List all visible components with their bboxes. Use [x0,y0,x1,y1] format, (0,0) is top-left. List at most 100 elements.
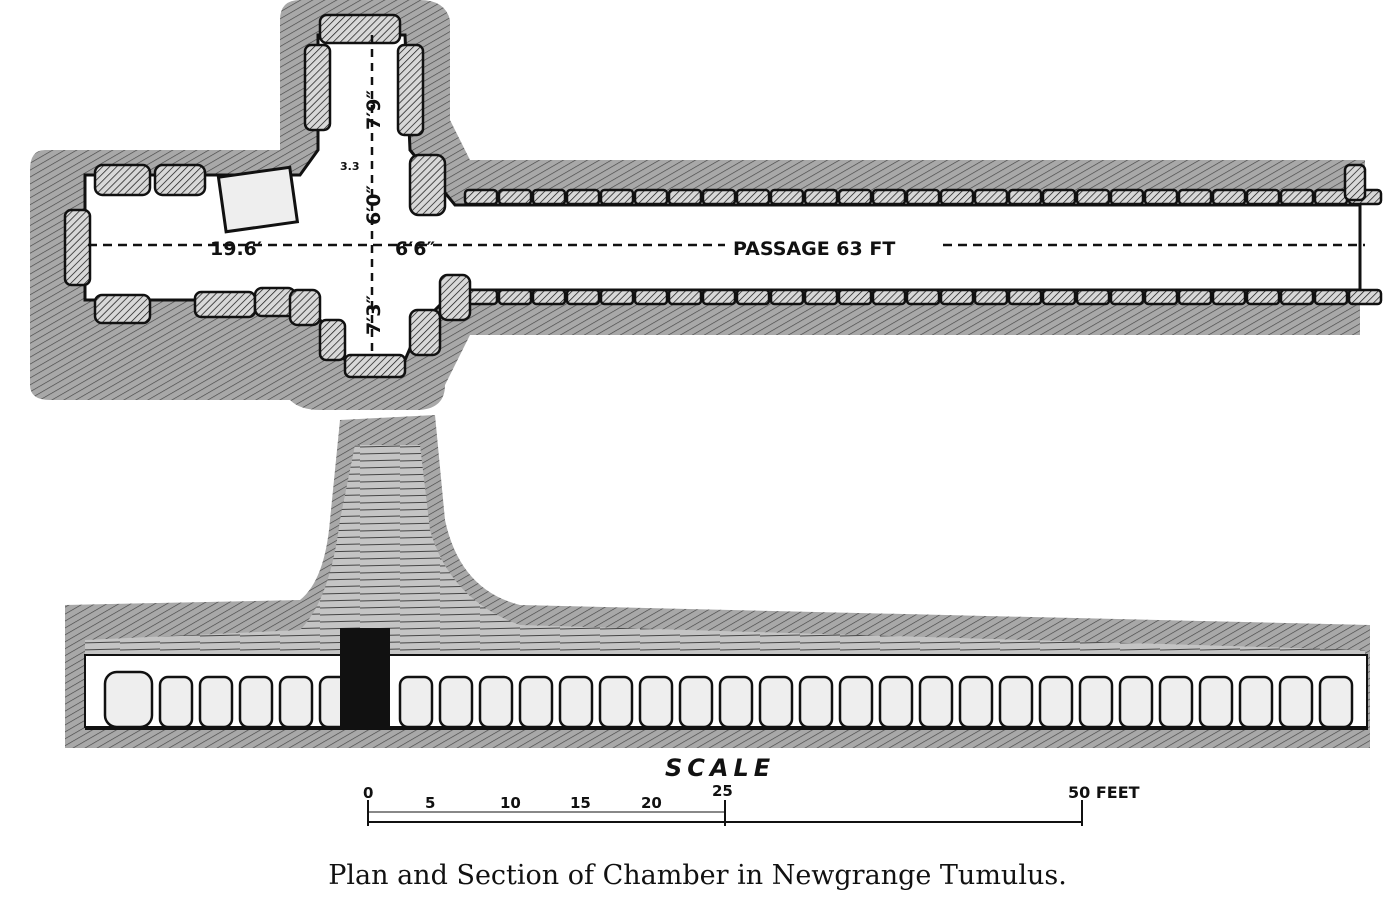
plan-chamber-stone [153,163,207,197]
label-passage: PASSAGE 63 FT [733,238,895,260]
section-orthostat [438,675,474,729]
plan-wall-stone [497,188,533,206]
figure-caption: Plan and Section of Chamber in Newgrange… [328,860,1067,891]
plan-wall-stone [565,188,601,206]
plan-basin-stone [216,165,300,234]
label-north-lower: 6′0″ [363,185,385,225]
plan-view: 19.6′ 6′6″ PASSAGE 63 FT 6′0″ 7′9″ 3.3 7… [30,0,1383,410]
plan-wall-stone [1041,188,1077,206]
plan-wall-stone [497,288,533,306]
plan-wall-stone [769,288,805,306]
plan-wall-stone [973,288,1009,306]
plan-wall-stone [1109,188,1145,206]
section-orthostat [198,675,234,729]
plan-wall-stone [701,188,737,206]
plan-wall-stone [803,288,839,306]
plan-wall-stone [1177,288,1213,306]
plan-wall-stone [667,188,703,206]
plan-wall-stone [939,188,975,206]
plan-wall-stone [803,188,839,206]
plan-wall-stone [633,288,669,306]
section-orthostat [1038,675,1074,729]
scale-tick-20: 20 [641,794,662,812]
section-orthostat [878,675,914,729]
plan-wall-stone [701,288,737,306]
section-orthostat [398,675,434,729]
section-orthostat [103,670,154,729]
section-orthostat [1238,675,1274,729]
section-orthostat [838,675,874,729]
plan-wall-stone [973,188,1009,206]
section-orthostat [958,675,994,729]
section-orthostat [638,675,674,729]
section-dark-recess [340,628,390,726]
plan-chamber-stone [1343,163,1367,202]
plan-wall-stone [565,288,601,306]
plan-chamber-stone [288,288,322,327]
plan-wall-stone [1347,288,1383,306]
plan-wall-stone [1109,288,1145,306]
section-orthostat [518,675,554,729]
plan-chamber-stone [93,293,152,325]
section-orthostat [1198,675,1234,729]
section-orthostat [1278,675,1314,729]
plan-wall-stone [1211,188,1247,206]
plan-wall-stone [735,188,771,206]
section-orthostat [598,675,634,729]
plan-wall-stone [1313,288,1349,306]
section-view [65,415,1370,748]
plan-wall-stone [1075,188,1111,206]
plan-wall-stone [633,188,669,206]
section-orthostat [758,675,794,729]
plan-wall-stone [599,188,635,206]
section-orthostat [718,675,754,729]
plan-wall-stone [1075,288,1111,306]
plan-wall-stone [1143,288,1179,306]
section-orthostat [918,675,954,729]
plan-wall-stone [735,288,771,306]
section-orthostat [998,675,1034,729]
plan-chamber-stone [303,43,332,132]
plan-chamber-stone [63,208,92,287]
section-orthostat [798,675,834,729]
plan-wall-stone [871,288,907,306]
section-orthostat [158,675,194,729]
plan-wall-stone [837,188,873,206]
plan-wall-stone [905,288,941,306]
scale-title: SCALE [665,754,775,782]
plan-wall-stone [905,188,941,206]
plan-wall-stone [1007,188,1043,206]
plan-wall-stone [667,288,703,306]
scale-tick-5: 5 [425,794,435,812]
label-west-recess: 19.6′ [210,238,262,260]
scale-tick-10: 10 [500,794,521,812]
plan-chamber-stone [438,273,472,322]
plan-wall-stone [531,188,567,206]
plan-wall-stone [1211,288,1247,306]
section-orthostat [678,675,714,729]
plan-wall-stone [1245,188,1281,206]
label-south: 7′3″ [363,295,385,335]
plan-chamber-stone [193,290,257,319]
plan-wall-stone [871,188,907,206]
section-orthostat [1158,675,1194,729]
plan-chamber-stone [408,153,447,217]
scale-tick-15: 15 [570,794,591,812]
section-orthostat [1118,675,1154,729]
plan-wall-stone [1313,188,1349,206]
plan-chamber-stone [343,353,407,379]
plan-wall-stone [837,288,873,306]
plan-wall-stone [769,188,805,206]
plan-wall-stone [939,288,975,306]
plan-wall-stone [1279,188,1315,206]
plan-wall-stone [531,288,567,306]
plan-chamber-stone [93,163,152,197]
label-north-upper: 7′9″ [363,90,385,130]
scale-tick-25: 25 [712,782,733,800]
plan-wall-stone [463,188,499,206]
section-orthostat [238,675,274,729]
plan-wall-stone [1177,188,1213,206]
plan-wall-stone [1279,288,1315,306]
plan-wall-stone [1007,288,1043,306]
scale-tick-0: 0 [363,784,373,802]
